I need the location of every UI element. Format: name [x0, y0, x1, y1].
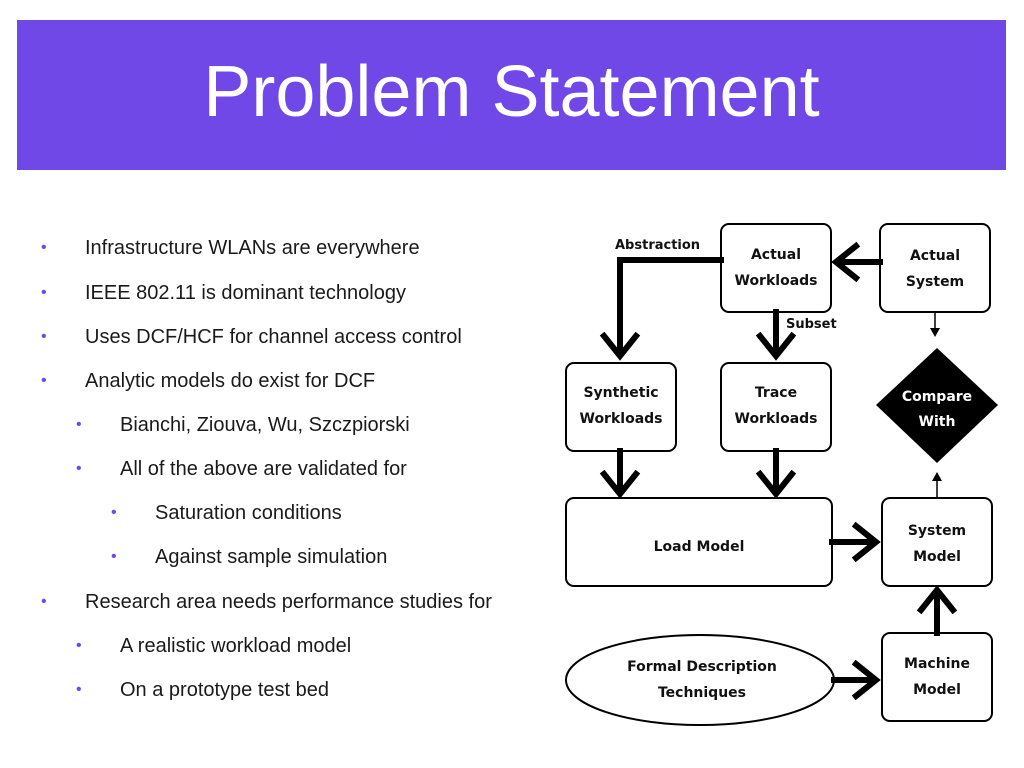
actual-system-label-2: System — [906, 274, 964, 290]
trace-workloads-label-1: Trace — [755, 385, 797, 401]
bullet-item: IEEE 802.11 is dominant technology — [85, 282, 406, 304]
bullet-item: Uses DCF/HCF for channel access control — [85, 326, 462, 348]
trace-workloads-label-2: Workloads — [735, 411, 818, 427]
title-bar: Problem Statement — [17, 20, 1006, 170]
bullet-item: Infrastructure WLANs are everywhere — [85, 237, 420, 259]
trace-to-load-arrowhead — [755, 469, 797, 499]
machine-model-box — [881, 632, 993, 722]
trace-workloads-box — [720, 362, 832, 452]
formal-description-label-2: Techniques — [658, 685, 746, 701]
compare-with-diamond — [876, 348, 998, 463]
formal-to-machine-arrowhead — [851, 659, 881, 701]
bullet-list: • Infrastructure WLANs are everywhere • … — [41, 237, 492, 701]
bullet-marker: • — [76, 416, 82, 433]
machine-model-label-1: Machine — [904, 656, 970, 672]
bullet-marker: • — [76, 637, 82, 654]
actual-workloads-box — [720, 223, 832, 313]
actual-workloads-label-2: Workloads — [735, 273, 818, 289]
bullet-item: On a prototype test bed — [120, 679, 330, 701]
bullet-marker: • — [76, 460, 82, 477]
abstraction-connector — [617, 257, 724, 351]
system-model-box — [881, 497, 993, 587]
formal-description-ellipse — [565, 634, 835, 726]
actual-system-box — [879, 223, 991, 313]
formal-description-label-1: Formal Description — [627, 659, 777, 675]
system-model-label-2: Model — [913, 549, 961, 565]
bullet-marker: • — [41, 593, 47, 610]
subset-arrowhead — [755, 331, 797, 361]
system-model-label-1: System — [908, 523, 966, 539]
slide-title: Problem Statement — [203, 52, 820, 132]
load-model-label: Load Model — [654, 539, 745, 555]
subset-edge-label: Subset — [786, 317, 837, 332]
bullet-item: A realistic workload model — [120, 635, 352, 657]
bullet-marker: • — [111, 548, 117, 565]
abstraction-arrowhead — [599, 331, 641, 361]
bullet-item: Analytic models do exist for DCF — [85, 370, 376, 392]
actual-system-label-1: Actual — [910, 248, 960, 264]
bullet-marker: • — [41, 239, 47, 256]
system-to-workloads-arrowhead — [831, 241, 861, 283]
bullet-marker: • — [41, 372, 47, 389]
bullet-item: Against sample simulation — [155, 546, 388, 568]
bullet-marker: • — [111, 504, 117, 521]
synthetic-to-load-arrowhead — [599, 469, 641, 499]
bullet-item: All of the above are validated for — [120, 458, 407, 480]
synthetic-workloads-label-1: Synthetic — [583, 385, 658, 401]
load-to-system-arrowhead — [851, 521, 881, 563]
machine-model-label-2: Model — [913, 682, 961, 698]
synthetic-workloads-label-2: Workloads — [580, 411, 663, 427]
actual-workloads-label-1: Actual — [751, 247, 801, 263]
system-model-to-compare-arrowhead — [932, 472, 942, 481]
bullet-marker: • — [41, 328, 47, 345]
bullet-item: Bianchi, Ziouva, Wu, Szczpiorski — [120, 414, 410, 436]
bullet-marker: • — [41, 284, 47, 301]
synthetic-workloads-box — [565, 362, 677, 452]
actual-system-to-compare-arrowhead — [930, 328, 940, 337]
compare-with-label-2: With — [919, 414, 956, 430]
bullet-marker: • — [76, 681, 82, 698]
bullet-item: Saturation conditions — [155, 502, 342, 524]
abstraction-edge-label: Abstraction — [615, 238, 700, 253]
compare-with-label-1: Compare — [902, 389, 972, 405]
bullet-item: Research area needs performance studies … — [85, 591, 492, 613]
machine-to-system-arrowhead — [916, 585, 958, 615]
